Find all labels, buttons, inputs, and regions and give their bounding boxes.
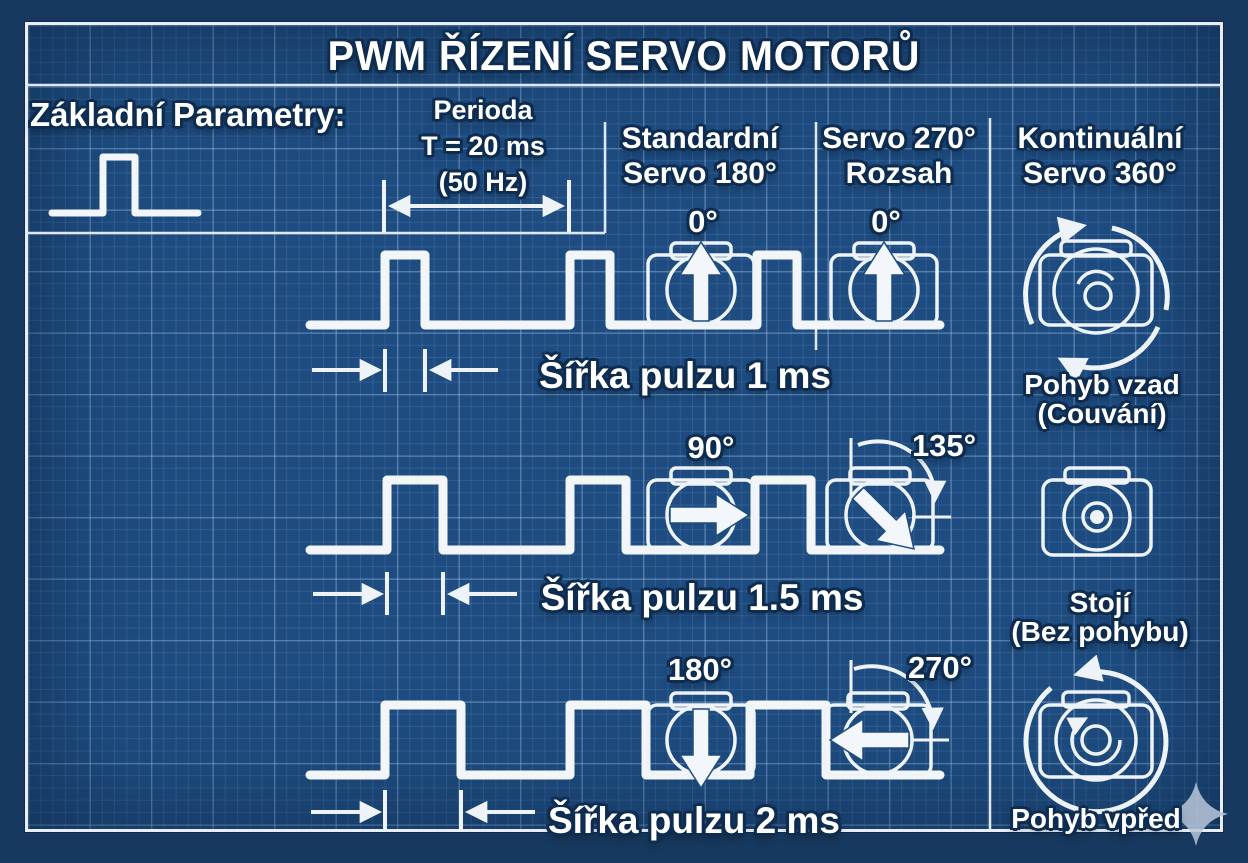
section-separators: [25, 83, 1223, 829]
angle-label-row3-270: 270°: [907, 650, 973, 685]
continuous-label-backward-line1: Pohyb vzad: [1024, 369, 1180, 400]
continuous-servo-static-icon: [1041, 466, 1153, 557]
period-dimension: [382, 180, 571, 232]
sweep-arc-135deg: [849, 438, 951, 519]
pulse-width-dimension-row1: [312, 349, 498, 392]
period-frequency: (50 Hz): [438, 167, 528, 197]
angle-label-row3-standard: 180°: [667, 652, 733, 687]
continuous-label-backward-line2: (Couvání): [1037, 398, 1167, 429]
pulse-width-dimension-row3: [311, 790, 535, 830]
blueprint-panel: [25, 22, 1223, 832]
lens-center-dot: [1090, 510, 1104, 524]
continuous-label-stopped-line2: (Bez pohybu): [1011, 616, 1189, 647]
pwm-waveform-2ms: [305, 700, 945, 780]
pulse-width-label-row1: Šířka pulzu 1 ms: [539, 355, 831, 396]
inner-rotation-arc: [1066, 717, 1122, 767]
angle-label-row1-standard: 0°: [688, 204, 718, 239]
pulse-width-dimension-row2: [313, 572, 517, 615]
column-header-270-line1: Servo 270°: [822, 122, 976, 155]
pulse-width-label-row2: Šířka pulzu 1.5 ms: [540, 577, 864, 618]
pulse-width-label-row3: Šířka pulzu 2 ms: [548, 800, 840, 841]
angle-label-row1-270: 0°: [871, 204, 901, 239]
standard-servo-0deg-icon: [646, 241, 756, 327]
column-header-standard-line1: Standardní: [621, 122, 779, 155]
rotation-arrow-counterclockwise: [1023, 654, 1169, 815]
sweep-arc-270deg: [849, 660, 949, 742]
continuous-label-forward-line1: Pohyb vpřed: [1011, 803, 1181, 834]
column-header-standard-line2: Servo 180°: [623, 157, 777, 190]
period-formula: T = 20 ms: [421, 131, 545, 161]
angle-label-row2-270: 135°: [911, 428, 977, 463]
pwm-waveform-1ms: [305, 250, 945, 330]
rotation-arrows-clockwise: [1023, 216, 1170, 384]
basic-params-label: Základní Parametry:: [30, 96, 346, 133]
standard-servo-90deg-icon: [646, 466, 756, 552]
column-header-continuous-line1: Kontinuální: [1017, 122, 1183, 155]
angle-label-row2-standard: 90°: [687, 430, 735, 465]
page-title: PWM ŘÍZENÍ SERVO MOTORŮ: [327, 32, 921, 79]
standard-servo-180deg-icon: [646, 691, 756, 789]
single-pulse-icon: [48, 153, 202, 217]
continuous-servo-backward-icon: [1023, 216, 1170, 384]
pwm-waveform-1-5ms: [305, 475, 945, 555]
column-header-270-line2: Rozsah: [845, 157, 953, 190]
continuous-servo-forward-icon: [1023, 654, 1169, 815]
sparkle-watermark-icon: [1164, 782, 1228, 846]
servo270-270deg-icon: [823, 691, 933, 777]
continuous-label-stopped-line1: Stojí: [1069, 587, 1131, 618]
servo270-0deg-icon: [829, 241, 939, 327]
column-header-continuous-line2: Servo 360°: [1023, 157, 1177, 190]
period-name: Perioda: [433, 95, 533, 125]
